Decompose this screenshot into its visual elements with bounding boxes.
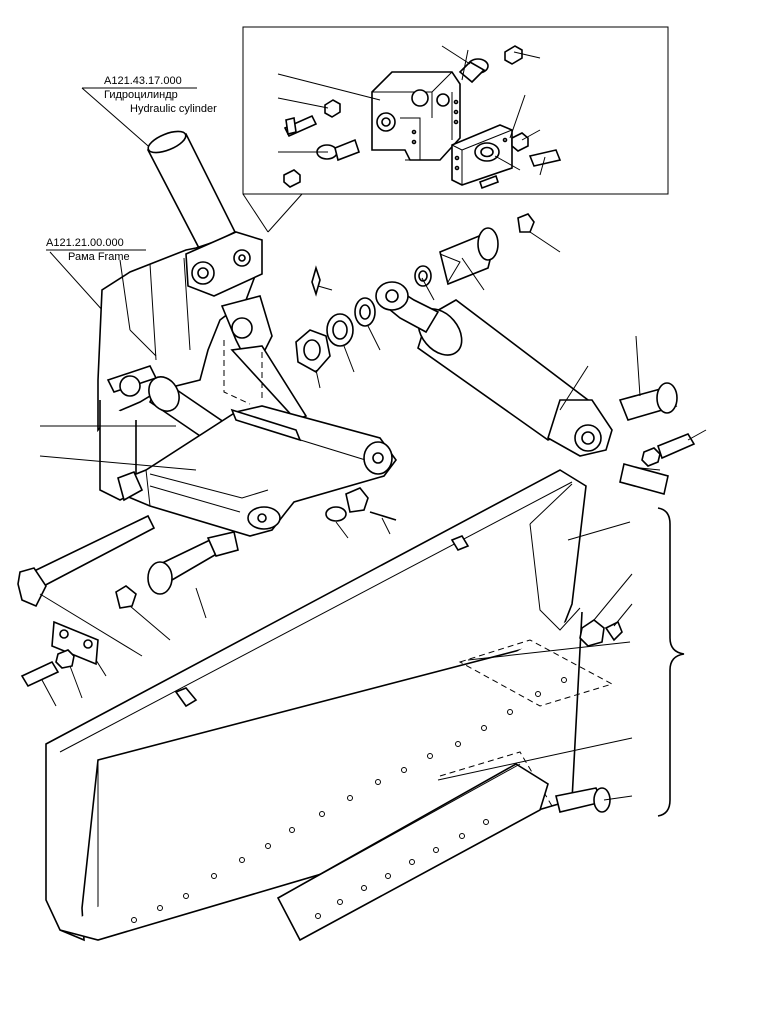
blade-brace: [657, 507, 685, 817]
inset-plate: [451, 124, 513, 186]
push-frame: [117, 405, 397, 537]
inset-pins-and-bolts: [283, 45, 562, 190]
cutting-edge: [276, 763, 611, 942]
cylinder-en-label: Hydraulic cylinder: [130, 103, 217, 115]
frame-label-group: А121.21.00.000 Рама Frame: [46, 237, 146, 333]
cylinder-code-label: А121.43.17.000: [104, 75, 182, 87]
cylinder-ru-label: Гидроцилиндр: [104, 89, 178, 101]
frame-code-label: А121.21.00.000: [46, 237, 124, 249]
frame-assembly: [97, 130, 308, 501]
cylinder-label-group: А121.43.17.000 Гидроцилиндр Hydraulic cy…: [81, 75, 217, 153]
pins-and-washers: [295, 213, 696, 522]
inset-detail-box: [242, 26, 669, 233]
inset-leader-lines: [277, 45, 546, 176]
leader-lines: [39, 231, 707, 801]
inset-bracket-block: [371, 71, 461, 161]
frame-text-label: Рама Frame: [68, 251, 130, 263]
hydraulic-cylinder: [375, 281, 613, 457]
lower-pins: [17, 514, 239, 688]
